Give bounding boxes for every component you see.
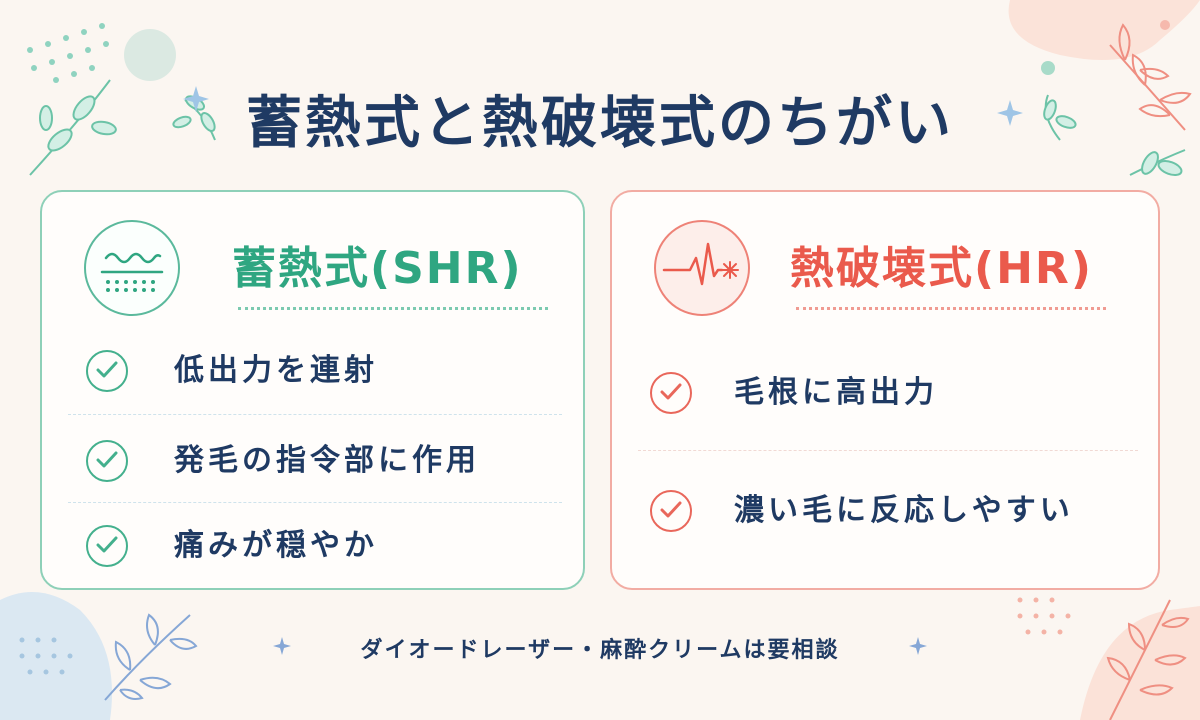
pulse-burst-icon (654, 220, 750, 316)
shr-item: 発毛の指令部に作用 (42, 432, 583, 492)
divider (68, 414, 562, 415)
dot-pattern-decoration (1017, 597, 1071, 635)
leaf-sprig-icon (1129, 149, 1186, 176)
page-title: 蓄熱式と熱破壊式のちがい (246, 91, 954, 156)
leaf-sprig-icon (1106, 599, 1190, 720)
check-circle-icon (86, 440, 128, 482)
divider (638, 450, 1138, 451)
footer-note: ダイオードレーザー・麻酔クリームは要相談 (360, 638, 840, 663)
hr-title: 熱破壊式(HR) (790, 243, 1093, 294)
shr-card: 蓄熱式(SHR) 低出力を連射 発毛の指令部に作用 痛みが穏やか (40, 190, 585, 590)
shr-title-rule (238, 307, 548, 310)
shr-item: 痛みが穏やか (42, 517, 583, 577)
leaf-sprig-icon (29, 79, 117, 176)
leaf-sprig-icon (104, 613, 198, 701)
hr-item: 毛根に高出力 (612, 364, 1158, 424)
heat-wave-icon (84, 220, 180, 316)
check-circle-icon (650, 372, 692, 414)
sparkle-icon (909, 637, 927, 655)
shr-item-label: 痛みが穏やか (174, 528, 378, 563)
sparkle-icon (183, 86, 1023, 126)
shr-item-label: 低出力を連射 (174, 353, 378, 388)
shr-item-label: 発毛の指令部に作用 (174, 443, 480, 478)
leaf-sprig-icon (1043, 94, 1077, 141)
dot-pattern-decoration (19, 637, 73, 675)
leaf-sprig-icon (1109, 23, 1192, 131)
hr-item-label: 濃い毛に反応しやすい (734, 493, 1074, 528)
check-circle-icon (86, 350, 128, 392)
check-circle-icon (86, 525, 128, 567)
hr-title-rule (796, 307, 1106, 310)
hr-item: 濃い毛に反応しやすい (612, 482, 1158, 542)
divider (68, 502, 562, 503)
sparkle-icon (273, 637, 291, 655)
shr-title: 蓄熱式(SHR) (232, 243, 523, 294)
shr-item: 低出力を連射 (42, 342, 583, 402)
hr-item-label: 毛根に高出力 (734, 375, 938, 410)
dot-pattern-decoration (27, 23, 109, 83)
hr-card: 熱破壊式(HR) 毛根に高出力 濃い毛に反応しやすい (610, 190, 1160, 590)
check-circle-icon (650, 490, 692, 532)
